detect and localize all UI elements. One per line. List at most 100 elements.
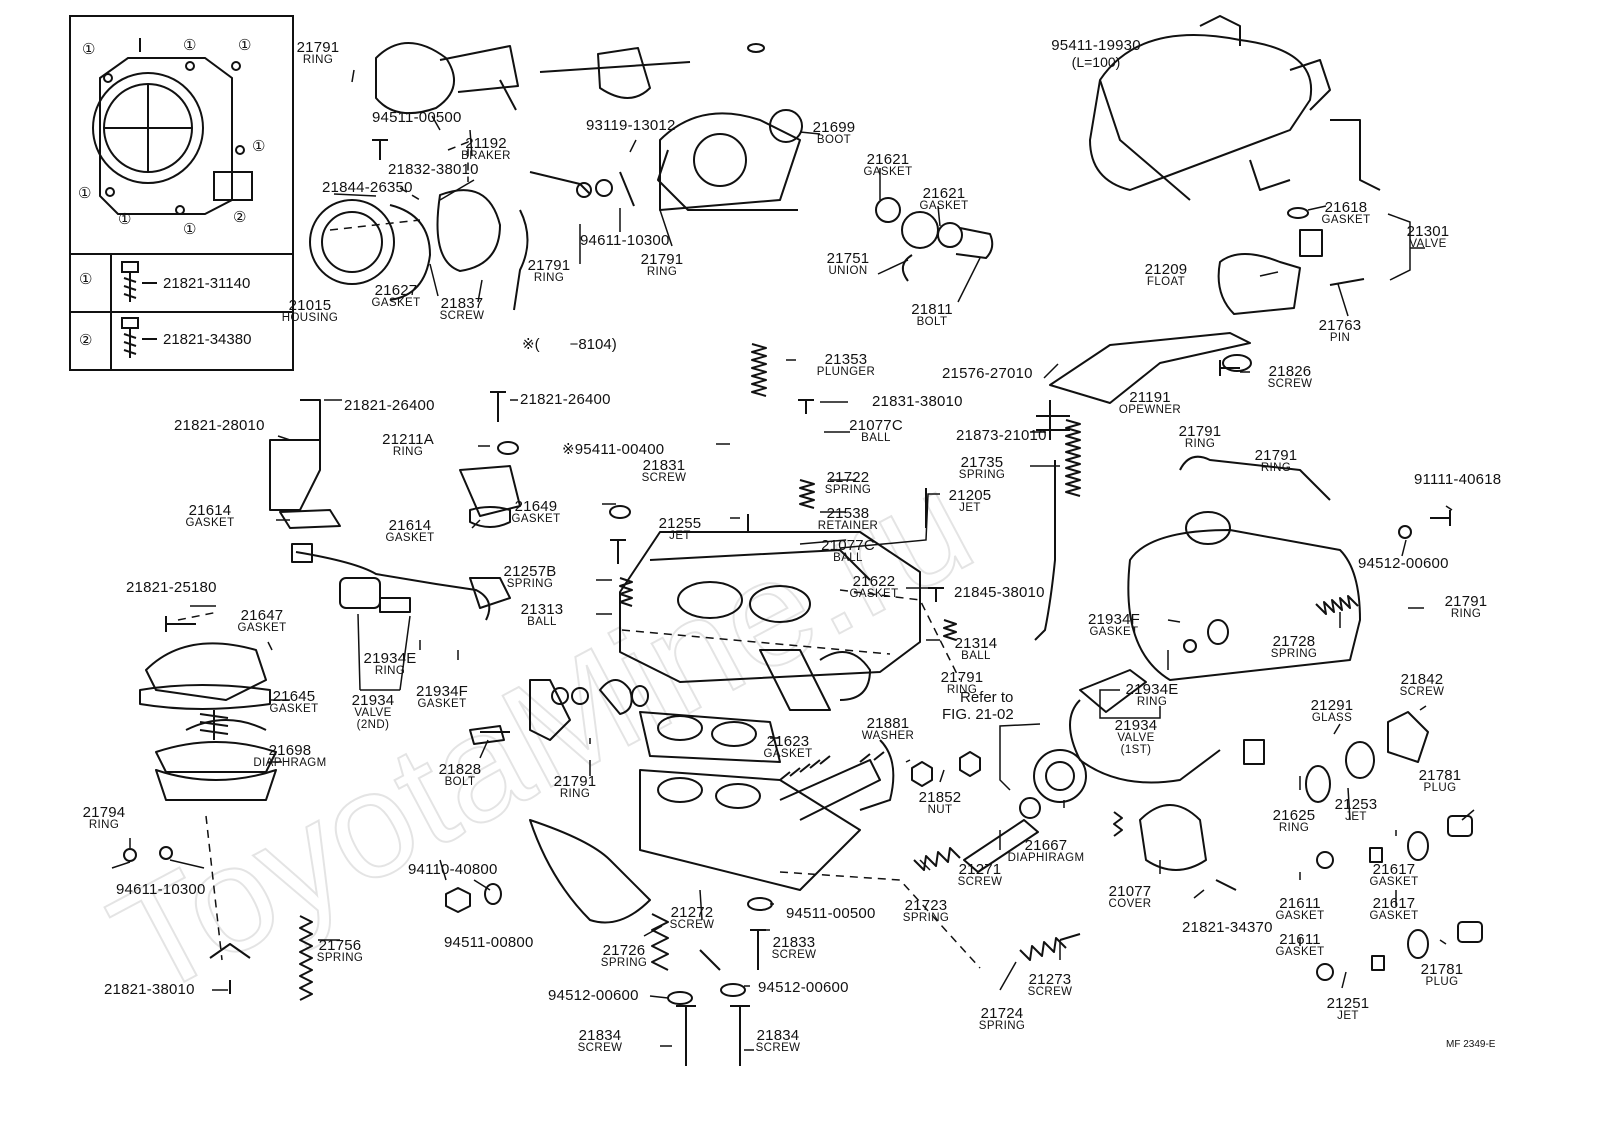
callout-label: 94511-00800: [444, 934, 534, 951]
callout-label: 21576-27010: [942, 365, 1033, 382]
inset-symbol-9: ②: [233, 209, 247, 226]
date-note: ※( −8104): [522, 336, 617, 353]
inset-symbol-1: ①: [82, 41, 96, 58]
callout-label: 21821-25180: [126, 579, 217, 596]
callout-label: 94511-00500: [372, 109, 462, 126]
legend-row-1-part: 21821-31140: [163, 275, 251, 292]
callout-label: 94512-00600: [758, 979, 849, 996]
callout-label: 21821-26400: [520, 391, 611, 408]
callout-label: 94611-10300: [116, 881, 206, 898]
inset-symbol-6: ①: [118, 211, 132, 228]
inset-symbol-8: ①: [79, 271, 93, 288]
refer-line-2: FIG. 21-02: [942, 705, 1014, 723]
callout-label: 94110-40800: [408, 861, 498, 878]
callout-label: 21831-38010: [872, 393, 963, 410]
figure-code: MF 2349-E: [1446, 1039, 1496, 1050]
inset-symbol-5: ①: [78, 185, 92, 202]
callout-label: 94512-00600: [548, 987, 639, 1004]
callout-label: 21821-26400: [344, 397, 435, 414]
inset-symbol-2: ①: [183, 37, 197, 54]
callout-label: 94511-00500: [786, 905, 876, 922]
legend-box: [69, 15, 294, 371]
inset-symbol-7: ①: [183, 221, 197, 238]
legend-bolt-icons: [121, 261, 157, 358]
callout-label: 21873-21010: [956, 427, 1047, 444]
callout-label: 21821-28010: [174, 417, 265, 434]
callout-label: 21845-38010: [954, 584, 1045, 601]
inset-symbol-3: ①: [238, 37, 252, 54]
callout-label: 21844-26350: [322, 179, 413, 196]
callout-label: 95411-19930(L=100): [1051, 37, 1141, 70]
inset-symbol-4: ①: [252, 138, 266, 155]
dashed-reference-lines: [177, 140, 981, 969]
refer-line-1: Refer to: [960, 689, 1014, 706]
callout-label: 94611-10300: [580, 232, 670, 249]
legend-row-2-symbol: ②: [79, 332, 93, 349]
